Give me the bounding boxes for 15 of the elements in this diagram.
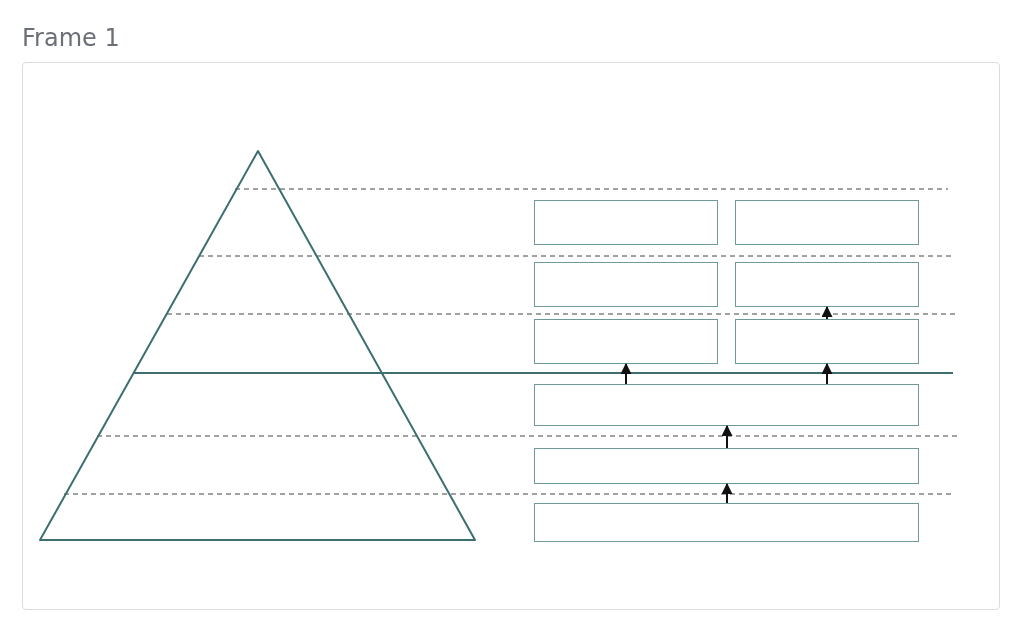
arrow — [721, 482, 733, 504]
empty-box — [735, 200, 919, 245]
empty-box — [534, 200, 718, 245]
arrow — [821, 305, 833, 320]
empty-box — [534, 448, 919, 484]
frame-title: Frame 1 — [22, 24, 120, 52]
arrow — [821, 362, 833, 385]
empty-box — [534, 503, 919, 542]
empty-box — [534, 319, 718, 364]
empty-box — [735, 319, 919, 364]
empty-box — [534, 262, 718, 307]
arrow — [721, 424, 733, 449]
empty-box — [735, 262, 919, 307]
empty-box — [534, 384, 919, 426]
arrow — [620, 362, 632, 385]
